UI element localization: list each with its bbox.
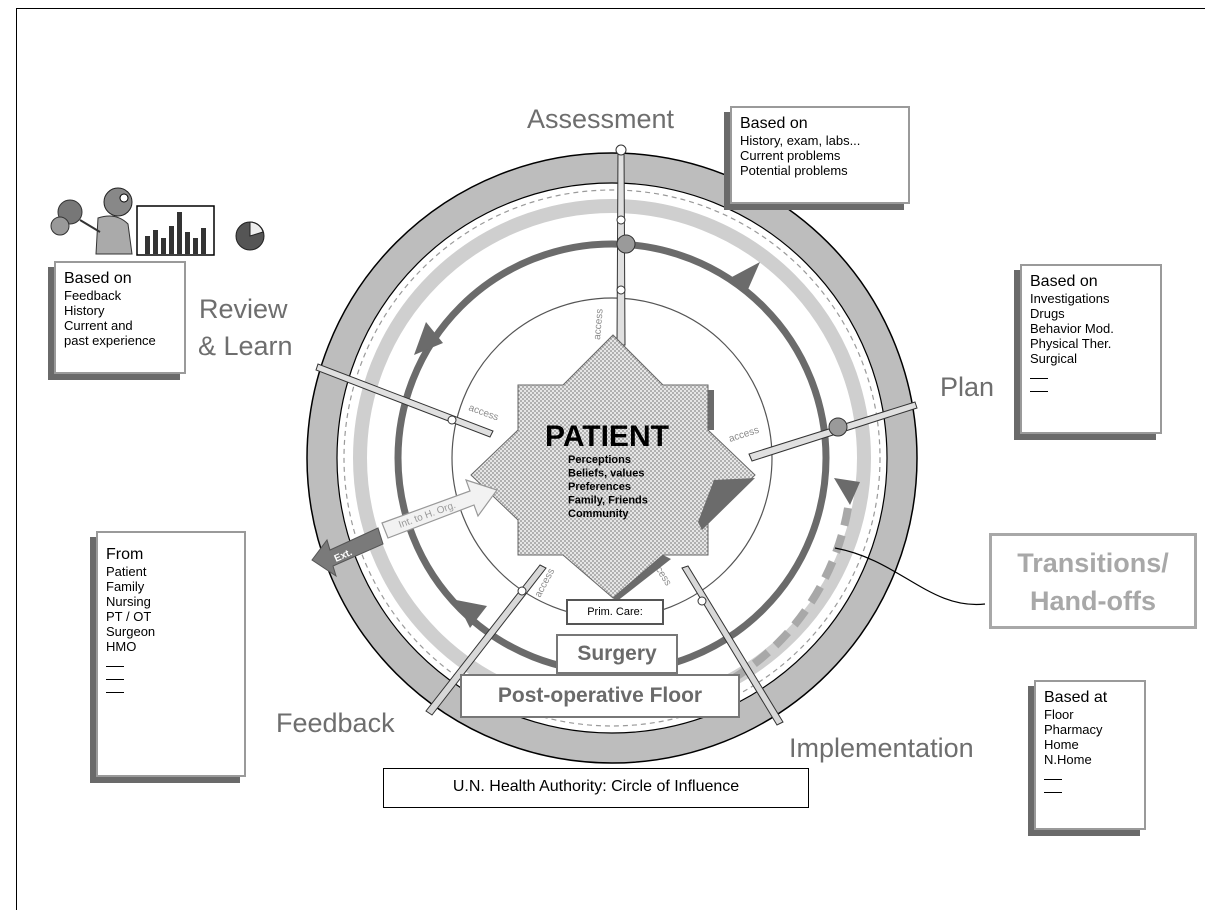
note-item: Family (106, 579, 145, 594)
stage-feedback: Feedback (276, 708, 395, 738)
note-heading: Based on (1030, 273, 1098, 290)
authority-box: U.N. Health Authority: Circle of Influen… (383, 768, 809, 808)
blank-line (106, 654, 124, 667)
cycle-arrowhead (834, 478, 860, 505)
surgery-label: Surgery (577, 642, 657, 665)
note-item: Investigations (1030, 291, 1110, 306)
note-item: Nursing (106, 594, 151, 609)
patient-factor: Preferences (568, 481, 631, 493)
stage-assessment: Assessment (527, 104, 675, 134)
spoke-implementation (681, 565, 784, 726)
patient-title: PATIENT (545, 420, 669, 453)
stage-review: Review (199, 294, 288, 324)
spoke-review (315, 363, 494, 438)
transitions-box: Transitions/ Hand-offs (989, 533, 1197, 629)
note-item: Surgeon (106, 624, 156, 639)
cycle-arrowhead (456, 600, 487, 628)
blank-line (106, 667, 124, 680)
assessment-note: Based on History, exam, labs...Current p… (730, 106, 910, 204)
note-item: Current problems (740, 148, 841, 163)
note-item: Home (1044, 737, 1079, 752)
cycle-arrowhead (414, 322, 443, 355)
stage-implementation: Implementation (789, 733, 974, 763)
stage-learn: & Learn (198, 331, 293, 361)
blank-line (1044, 780, 1062, 793)
note-heading: Based on (740, 115, 808, 132)
note-item: Current and (64, 318, 133, 333)
note-item: Pharmacy (1044, 722, 1103, 737)
cycle-arrowhead (730, 262, 760, 294)
hand-offs-label: Hand-offs (1030, 586, 1156, 616)
patient-factor: Perceptions (568, 454, 631, 466)
transition-connector (834, 547, 986, 606)
spoke-assessment (615, 144, 636, 346)
transitions-label: Transitions/ (1017, 548, 1169, 578)
spoke-plan (748, 401, 918, 462)
page-frame (16, 8, 1205, 910)
note-item: Floor (1044, 707, 1074, 722)
patient-factor: Community (568, 508, 629, 520)
note-item: Behavior Mod. (1030, 321, 1114, 336)
note-item: Physical Ther. (1030, 336, 1112, 351)
patient-star (470, 334, 756, 602)
stage-plan: Plan (940, 372, 994, 402)
note-item: N.Home (1044, 752, 1092, 767)
note-item: HMO (106, 639, 137, 654)
blank-line (1030, 366, 1048, 379)
note-item: Surgical (1030, 351, 1077, 366)
transition-dashes (720, 507, 852, 689)
pie-chart-icon (235, 221, 265, 251)
spoke-feedback (425, 564, 547, 716)
patient-factor: Beliefs, values (568, 468, 644, 480)
blank-line (1044, 767, 1062, 780)
authority-label: U.N. Health Authority: Circle of Influen… (452, 778, 740, 795)
note-item: History, exam, labs... (740, 133, 861, 148)
access-label: access (592, 308, 606, 340)
note-item: past experience (64, 333, 156, 348)
blank-line (106, 680, 124, 693)
note-item: Feedback (64, 288, 122, 303)
bar-chart-icon (136, 205, 215, 256)
post-op-floor-label: Post-operative Floor (497, 684, 703, 707)
patient-factor: Family, Friends (568, 495, 648, 507)
note-item: Potential problems (740, 163, 848, 178)
person-with-flowers-icon (50, 187, 133, 255)
surgery-box: Surgery (556, 634, 678, 674)
dashed-ring (343, 189, 881, 727)
blank-line (1030, 379, 1048, 392)
note-heading: From (106, 546, 144, 563)
prim-care-box: Prim. Care: (566, 599, 664, 625)
note-item: Patient (106, 564, 147, 579)
post-op-floor-box: Post-operative Floor (460, 674, 740, 718)
note-heading: Based on (64, 270, 132, 287)
note-item: History (64, 303, 105, 318)
note-heading: Based at (1044, 689, 1108, 706)
note-item: PT / OT (106, 609, 152, 624)
note-item: Drugs (1030, 306, 1065, 321)
prim-care-label: Prim. Care: (587, 606, 643, 618)
